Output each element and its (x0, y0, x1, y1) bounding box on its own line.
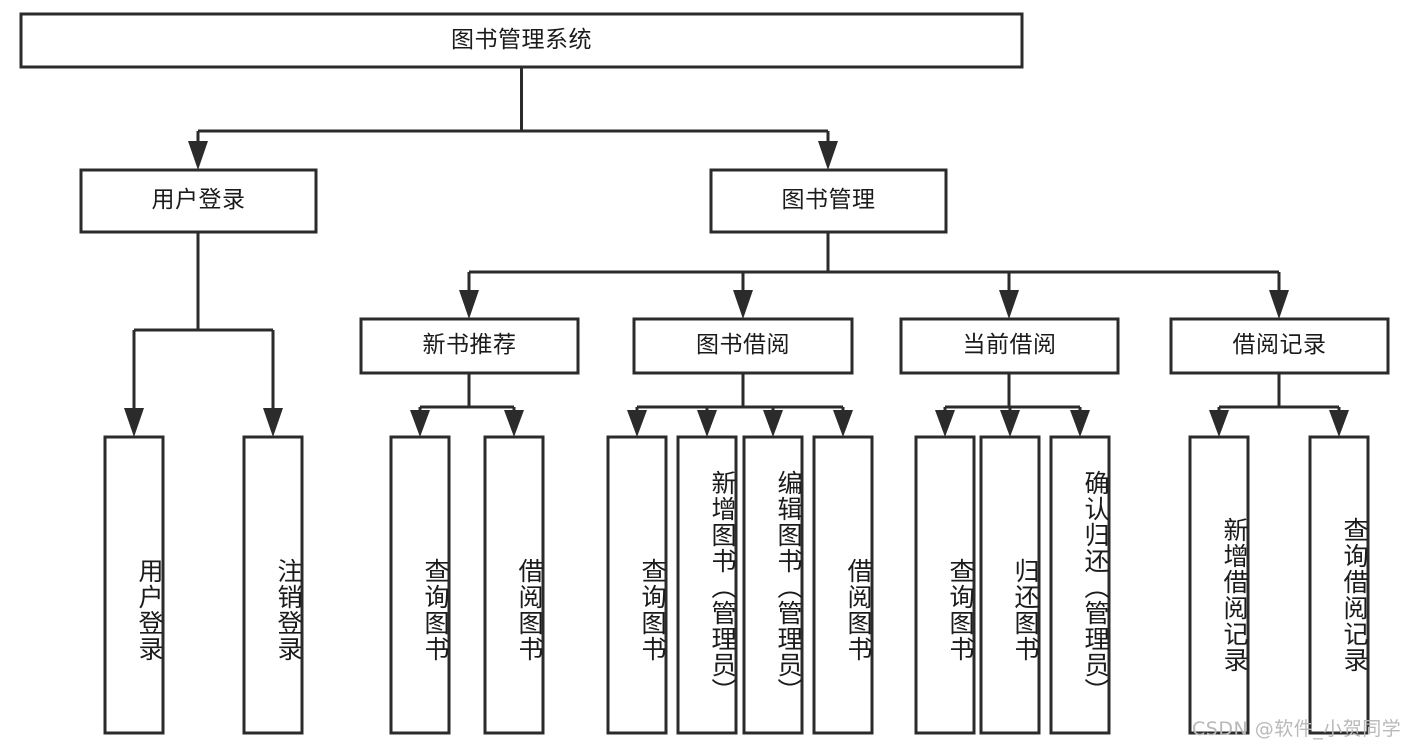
node-box-leaf-cb-return[interactable] (979, 435, 1041, 735)
node-box-leaf-cb-query[interactable] (914, 435, 976, 735)
arrow-head-current-borrow (999, 290, 1019, 319)
node-box-leaf-br-query[interactable] (1308, 435, 1370, 735)
arrow-head-leaf-cb-return (1000, 410, 1020, 437)
node-box-leaf-cb-confirm[interactable] (1049, 435, 1111, 735)
arrow-head-new-book-recommend (459, 290, 479, 319)
node-box-user-login[interactable] (79, 168, 318, 234)
node-box-leaf-bb-query[interactable] (606, 435, 668, 735)
arrow-head-leaf-bb-add (697, 410, 717, 437)
node-box-book-borrow[interactable] (632, 317, 854, 375)
arrow-head-leaf-user-login (124, 408, 144, 437)
connector-book-manage-to-level2 (459, 232, 1289, 319)
node-box-leaf-bb-add[interactable] (676, 435, 738, 735)
node-box-leaf-bb-edit[interactable] (742, 435, 804, 735)
watermark-text: CSDN @软件_小贺同学 (1192, 718, 1402, 740)
node-box-root[interactable] (19, 12, 1024, 69)
node-box-leaf-nbr-borrow[interactable] (483, 435, 545, 735)
connector-borrow-record-to-leaves (1209, 373, 1349, 437)
node-box-leaf-nbr-query[interactable] (389, 435, 451, 735)
arrow-head-book-manage (818, 141, 838, 170)
arrow-head-user-login (188, 141, 208, 170)
node-box-current-borrow[interactable] (899, 317, 1120, 375)
arrow-head-leaf-nbr-query (410, 410, 430, 437)
connector-user-login-to-leaves (124, 232, 283, 437)
arrow-head-leaf-nbr-borrow (504, 410, 524, 437)
connector-book-borrow-to-leaves (627, 373, 853, 437)
arrow-head-leaf-bb-borrow (833, 410, 853, 437)
node-box-leaf-user-logout[interactable] (242, 435, 304, 735)
arrow-head-leaf-cb-query (935, 410, 955, 437)
node-box-leaf-user-login[interactable] (103, 435, 165, 735)
arrow-head-book-borrow (733, 290, 753, 319)
node-box-borrow-record[interactable] (1169, 317, 1390, 375)
arrow-head-leaf-user-logout (263, 408, 283, 437)
node-box-book-manage[interactable] (709, 168, 948, 234)
node-box-leaf-bb-borrow[interactable] (812, 435, 874, 735)
connector-root-to-level1 (188, 67, 838, 170)
arrow-head-leaf-bb-edit (763, 410, 783, 437)
arrow-head-leaf-bb-query (627, 410, 647, 437)
arrow-head-leaf-cb-confirm (1070, 410, 1090, 437)
node-box-leaf-br-add[interactable] (1188, 435, 1250, 735)
node-box-new-book-recommend[interactable] (359, 317, 580, 375)
arrow-head-leaf-br-query (1329, 410, 1349, 437)
connector-current-borrow-to-leaves (935, 373, 1090, 437)
connector-new-book-recommend-to-leaves (410, 373, 524, 437)
arrow-head-leaf-br-add (1209, 410, 1229, 437)
arrow-head-borrow-record (1269, 290, 1289, 319)
